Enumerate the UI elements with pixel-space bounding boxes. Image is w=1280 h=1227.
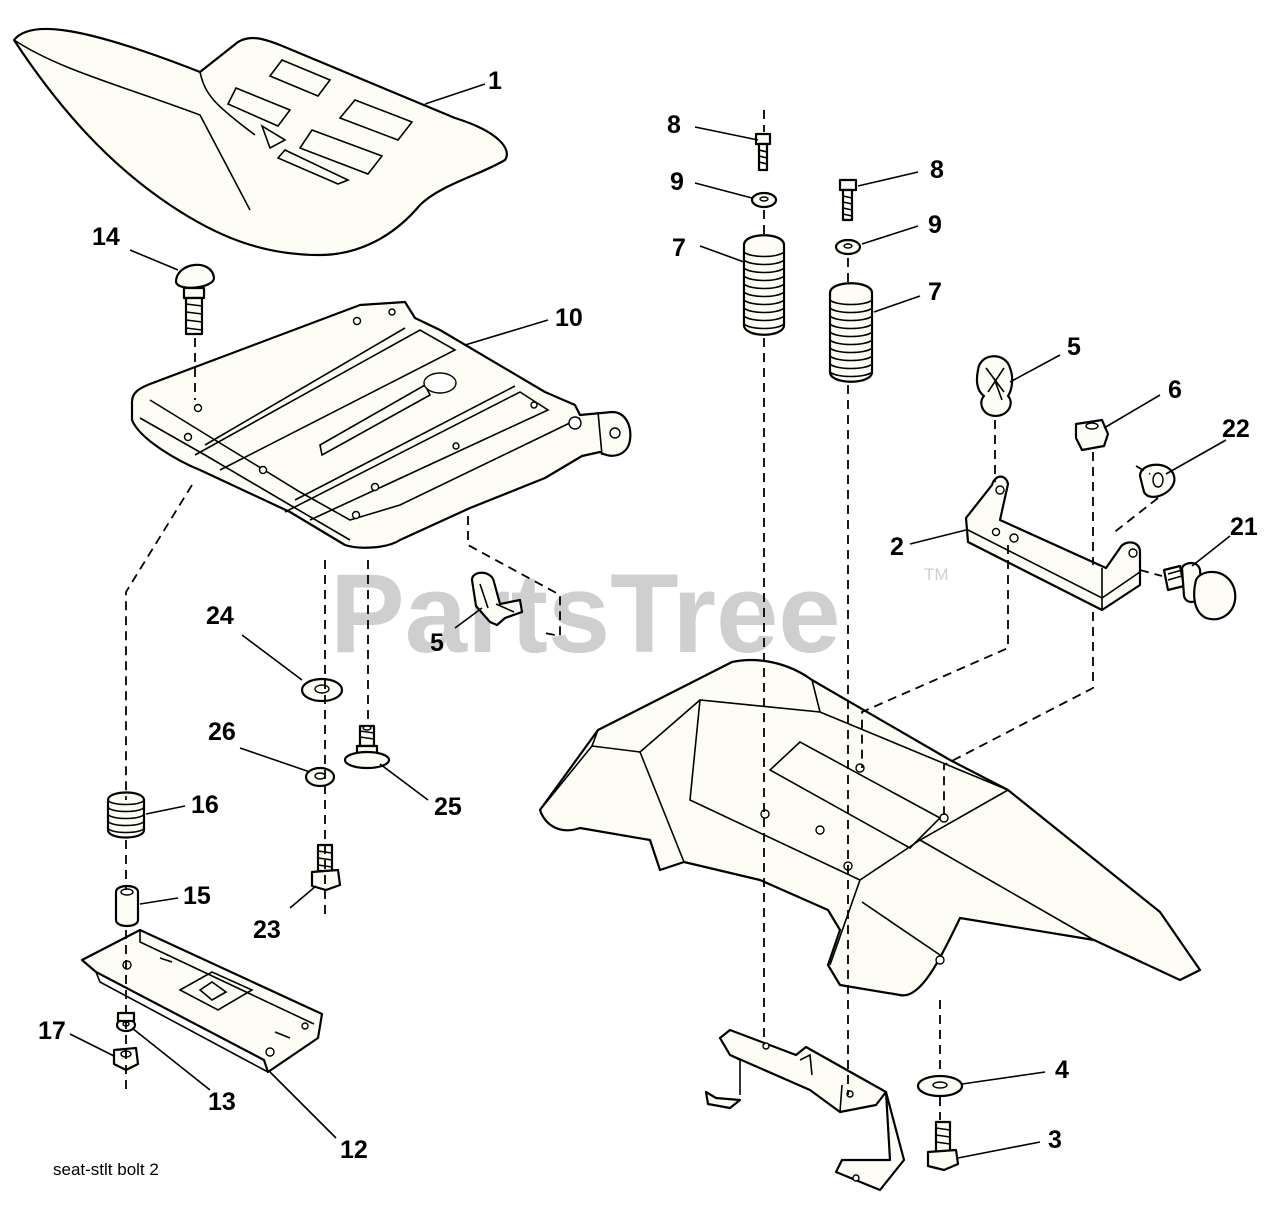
callout-9-b: 9 (928, 211, 942, 239)
callout-8-b: 8 (930, 156, 944, 184)
part-21-knob (1162, 561, 1237, 621)
part-3-hex-bolt (926, 1120, 960, 1172)
part-14-carriage-bolt (174, 263, 216, 336)
callout-9-a: 9 (670, 168, 684, 196)
callout-3: 3 (1048, 1126, 1062, 1154)
part-6-nut (1074, 418, 1110, 452)
part-2-bracket (964, 475, 1142, 612)
callout-21: 21 (1230, 513, 1258, 541)
callout-16: 16 (191, 791, 219, 819)
diagram-caption: seat-stlt bolt 2 (53, 1160, 159, 1179)
part-9-washer-b (834, 238, 862, 256)
part-8-bolt-b (838, 178, 858, 222)
callout-12: 12 (340, 1136, 368, 1164)
callout-7-b: 7 (928, 278, 942, 306)
part-4-washer (916, 1074, 964, 1098)
part-5-clip-right (975, 355, 1014, 418)
part-24-washer (300, 677, 344, 703)
callout-26: 26 (208, 718, 236, 746)
part-25-shoulder-bolt (343, 724, 391, 770)
fender-body (538, 658, 1202, 997)
part-7-spring-a (742, 234, 786, 336)
leader-lines (69, 83, 1231, 1159)
part-12-slide-bracket (80, 928, 324, 1074)
callout-4: 4 (1055, 1056, 1069, 1084)
callout-8-a: 8 (667, 111, 681, 139)
callout-23: 23 (253, 916, 281, 944)
callout-25: 25 (434, 793, 462, 821)
callout-15: 15 (183, 882, 211, 910)
callout-24: 24 (206, 602, 234, 630)
part-15-spacer (114, 884, 140, 928)
part-22-nut (1138, 463, 1176, 498)
callout-14: 14 (92, 223, 120, 251)
part-7-spring-b (828, 282, 874, 383)
callout-5-right: 5 (1067, 333, 1081, 361)
part-26-lock-washer (304, 766, 336, 788)
part-8-bolt-a (754, 132, 772, 172)
callout-13: 13 (208, 1088, 236, 1116)
part-5-clip-left (470, 571, 524, 627)
callout-labels: 1 14 10 24 5 26 25 16 15 23 17 13 12 8 9… (38, 67, 1258, 1164)
part-23-hex-bolt (310, 843, 342, 892)
assembly-lines (125, 110, 1163, 1120)
part-1-seat (12, 27, 508, 257)
callout-2: 2 (890, 533, 904, 561)
frame-bracket (704, 1028, 906, 1192)
callout-5-left: 5 (430, 629, 444, 657)
callout-10: 10 (555, 304, 583, 332)
watermark-logo: PartsTree TM (330, 551, 949, 676)
callout-22: 22 (1222, 415, 1250, 443)
part-10-seat-pan (130, 300, 632, 549)
watermark-text: PartsTree (330, 551, 841, 676)
callout-6: 6 (1168, 376, 1182, 404)
watermark-trademark: TM (924, 565, 949, 584)
callout-1: 1 (488, 67, 502, 95)
part-16-spring (106, 791, 146, 839)
callout-7-a: 7 (672, 234, 686, 262)
callout-17: 17 (38, 1017, 66, 1045)
part-9-washer-a (750, 191, 778, 209)
